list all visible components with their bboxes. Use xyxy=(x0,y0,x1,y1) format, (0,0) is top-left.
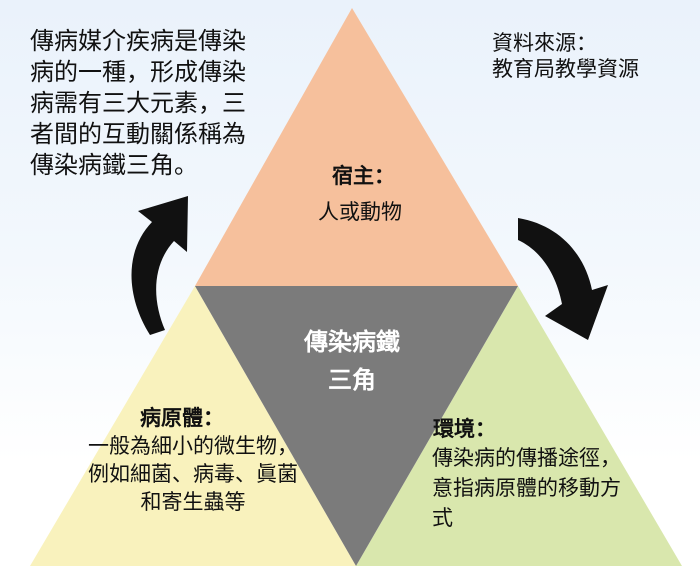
intro-text: 傳病媒介疾病是傳染 病的一種，形成傳染 病需有三大元素，三 者間的互動關係稱為 … xyxy=(30,27,246,179)
environment-description: 傳染病的傳播途徑，意指病原體的移動方式 xyxy=(432,446,621,530)
host-triangle xyxy=(195,8,518,286)
environment-triangle xyxy=(356,286,682,566)
source-text: 資料來源： 教育局教學資源 xyxy=(492,31,639,81)
pathogen-title: 病原體： xyxy=(140,406,224,430)
environment-title: 環境： xyxy=(433,417,496,441)
curved-arrow-down-icon xyxy=(518,218,608,340)
center-title: 傳染病鐵三角 xyxy=(304,328,400,394)
center-triangle xyxy=(195,286,518,566)
host-description: 人或動物 xyxy=(318,200,402,224)
pathogen-description: 一般為細小的微生物，例如細菌、病毒、眞菌和寄生蟲等 xyxy=(88,434,298,514)
curved-arrow-up-icon xyxy=(131,196,188,335)
host-title: 宿主： xyxy=(332,164,395,188)
pathogen-triangle xyxy=(30,286,356,566)
